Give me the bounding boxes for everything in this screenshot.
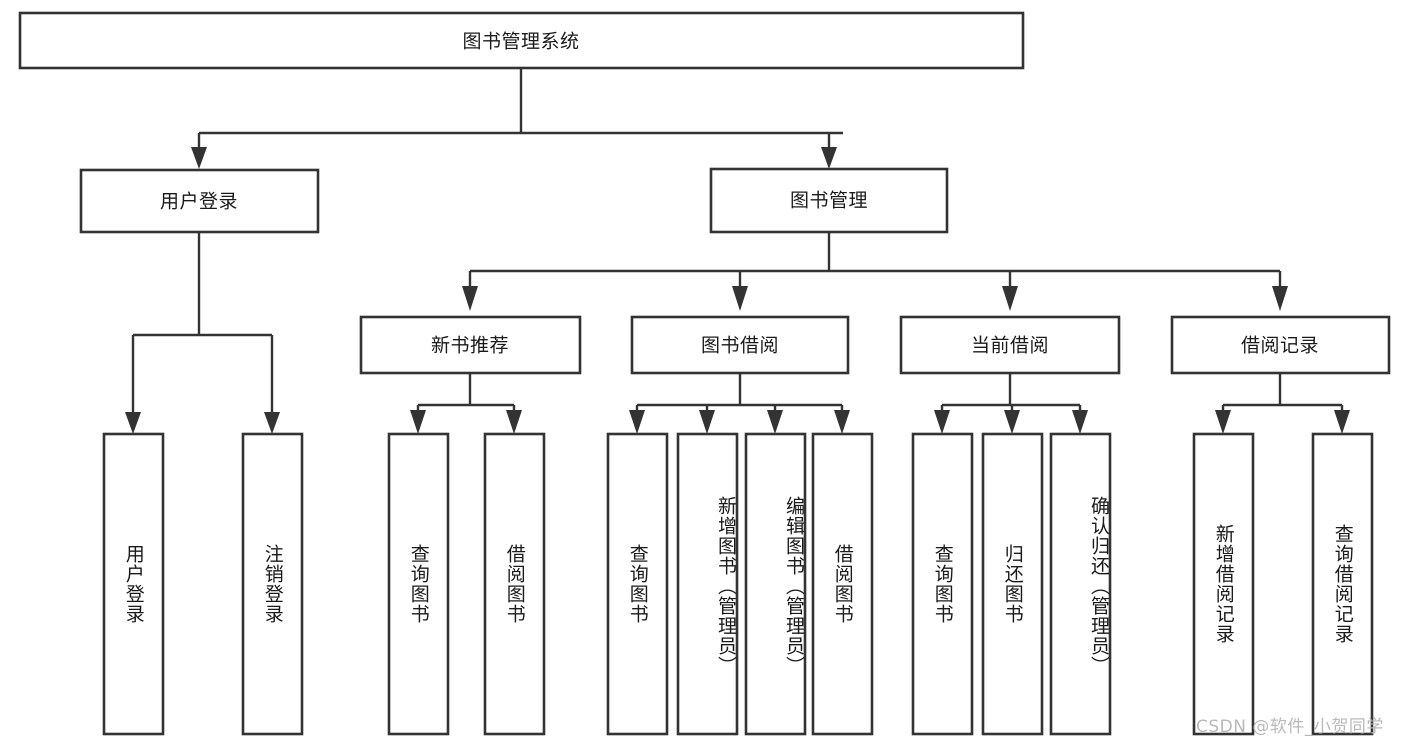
leaf-box-new-book-recommend-0[interactable] (387, 432, 450, 736)
arrow-head-icon (462, 286, 478, 311)
leaf-box-current-borrow-2[interactable] (1049, 432, 1112, 736)
node-current-borrow[interactable]: 当前借阅 (899, 315, 1121, 375)
leaf-box-borrow-record-0[interactable] (1192, 432, 1255, 736)
node-book-management-label: 图书管理 (790, 190, 868, 212)
arrow-head-icon (821, 147, 837, 169)
node-book-management[interactable]: 图书管理 (709, 167, 949, 234)
arrow-head-icon (1334, 410, 1350, 434)
node-user-login-label: 用户登录 (160, 191, 238, 213)
node-current-borrow-box[interactable] (899, 315, 1121, 375)
connector-new-book-recommend-to-leaves (410, 373, 522, 434)
leaf-box-user-login-0[interactable] (102, 432, 165, 736)
arrow-head-icon (834, 410, 850, 434)
arrow-head-icon (506, 410, 522, 434)
node-new-book-recommend-label: 新书推荐 (431, 335, 509, 357)
node-borrow-record-label: 借阅记录 (1241, 335, 1319, 357)
leaf-box-current-borrow-1[interactable] (981, 432, 1044, 736)
connector-borrow-record-to-leaves (1215, 373, 1350, 434)
arrow-head-icon (732, 286, 748, 311)
connector-book-borrow-to-leaves (629, 373, 850, 434)
node-root-label: 图书管理系统 (462, 31, 579, 53)
arrow-head-icon (125, 412, 141, 434)
arrow-head-icon (629, 410, 645, 434)
leaf-box-book-borrow-0[interactable] (606, 432, 669, 736)
node-borrow-record[interactable]: 借阅记录 (1170, 315, 1391, 375)
leaf-box-borrow-record-1[interactable] (1311, 432, 1374, 736)
node-root-box[interactable] (18, 11, 1025, 70)
node-book-borrow[interactable]: 图书借阅 (630, 315, 850, 375)
node-user-login[interactable]: 用户登录 (79, 168, 320, 234)
connector-current-borrow-to-leaves (934, 373, 1088, 434)
arrow-head-icon (934, 410, 950, 434)
csdn-watermark: CSDN @软件_小贺同学 (1196, 717, 1384, 737)
leaf-box-current-borrow-0[interactable] (911, 432, 974, 736)
arrow-head-icon (767, 410, 783, 434)
leaf-box-book-borrow-2[interactable] (744, 432, 807, 736)
arrow-head-icon (264, 412, 280, 434)
arrow-head-icon (1215, 410, 1231, 434)
connector-user-login-to-leaves (125, 232, 280, 434)
arrow-head-icon (191, 147, 207, 169)
arrow-head-icon (1272, 286, 1288, 311)
node-new-book-recommend[interactable]: 新书推荐 (359, 315, 582, 375)
node-new-book-recommend-box[interactable] (359, 315, 582, 375)
connector-book-management-to-level2 (462, 232, 1288, 311)
arrow-head-icon (410, 410, 426, 434)
arrow-head-icon (1004, 410, 1020, 434)
arrow-head-icon (1002, 286, 1018, 311)
node-book-borrow-label: 图书借阅 (701, 335, 779, 357)
leaf-box-book-borrow-1[interactable] (676, 432, 739, 736)
node-user-login-box[interactable] (79, 168, 320, 234)
node-current-borrow-label: 当前借阅 (971, 335, 1049, 357)
leaf-box-new-book-recommend-1[interactable] (483, 432, 546, 736)
leaf-box-book-borrow-3[interactable] (811, 432, 874, 736)
arrow-head-icon (1072, 410, 1088, 434)
arrow-head-icon (699, 410, 715, 434)
node-root[interactable]: 图书管理系统 (18, 11, 1025, 70)
leaf-box-user-login-1[interactable] (241, 432, 304, 736)
connector-root-to-level1 (191, 68, 843, 169)
